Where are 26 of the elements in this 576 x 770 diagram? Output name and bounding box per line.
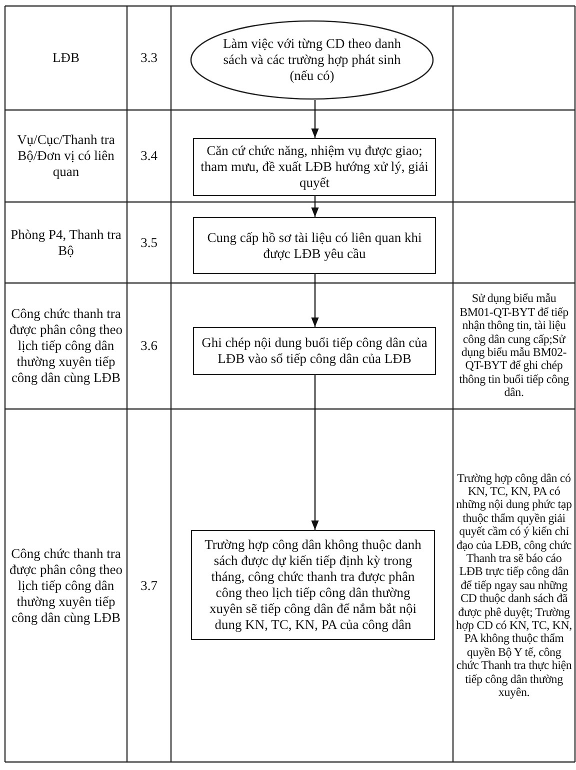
arrow [311, 196, 319, 217]
note-text: Trường hợp công dân có KN, TC, KN, PA có những nội dung phức tạp thuộc thẩm quyền giải quyết cầm có ý kiến chỉ đạo của LĐB, công chức Thanh tra sẽ báo cáo LĐB trực tiếp công dân để tiếp ngay sau những CD thuộc danh sách đã được phê duyệt; Trường hợp CD có KN, TC, KN, PA không thuộc thẩm quyền Bộ Y tế, công chức Thanh tra thực hiện tiếp công dân thường xuyên. [455, 472, 573, 700]
step-number: 3.7 [140, 578, 158, 594]
role-label: Công chức thanh tra được phân công theo lịch tiếp công dân thường xuyên tiếp công dân cùng LĐB [9, 546, 123, 626]
start-ellipse [190, 20, 434, 100]
note-text: Sử dụng biểu mẫu BM01-QT-BYT để tiếp nhận thông tin, tài liệu công dân cung cấp;Sử dụng biểu mẫu BM02-QT-BYT để ghi chép thông tin buổi tiếp công dân. [458, 292, 570, 400]
process-text: Làm việc với từng CD theo danh sách và các trường hợp phát sinh (nếu có) [222, 36, 402, 84]
process-text: Cung cấp hồ sơ tài liệu có liên quan khi được LĐB yêu cầu [206, 230, 423, 262]
step-number: 3.4 [140, 148, 158, 164]
role-label: LĐB [52, 50, 80, 66]
process-box [193, 138, 436, 196]
role-label: Vụ/Cục/Thanh tra Bộ/Đơn vị có liên quan [16, 132, 116, 180]
process-box [193, 327, 436, 375]
process-box [193, 217, 436, 274]
process-text: Trường hợp công dân không thuộc danh sách được dự kiến tiếp định kỳ trong tháng, công chức thanh tra được phân công theo lịch tiếp công dân thường xuyên sẽ tiếp công dân để nắm bắt nội dung KN, TC, KN, PA của công dân [204, 537, 422, 633]
step-number: 3.3 [140, 50, 158, 66]
step-number: 3.5 [140, 234, 158, 250]
process-text: Ghi chép nội dung buổi tiếp công dân của LĐB vào sổ tiếp công dân của LĐB [200, 335, 428, 367]
step-number: 3.6 [140, 338, 158, 354]
arrow [311, 274, 319, 327]
arrow [311, 100, 319, 138]
arrow [311, 375, 319, 530]
process-text: Căn cứ chức năng, nhiệm vụ được giao; tham mưu, đề xuất LĐB hướng xử lý, giải quyết [200, 143, 429, 191]
role-label: Phòng P4, Thanh tra Bộ [10, 226, 122, 258]
process-box [191, 530, 435, 640]
role-label: Công chức thanh tra được phân công theo lịch tiếp công dân thường xuyên tiếp công dân cùng LĐB [9, 306, 123, 386]
